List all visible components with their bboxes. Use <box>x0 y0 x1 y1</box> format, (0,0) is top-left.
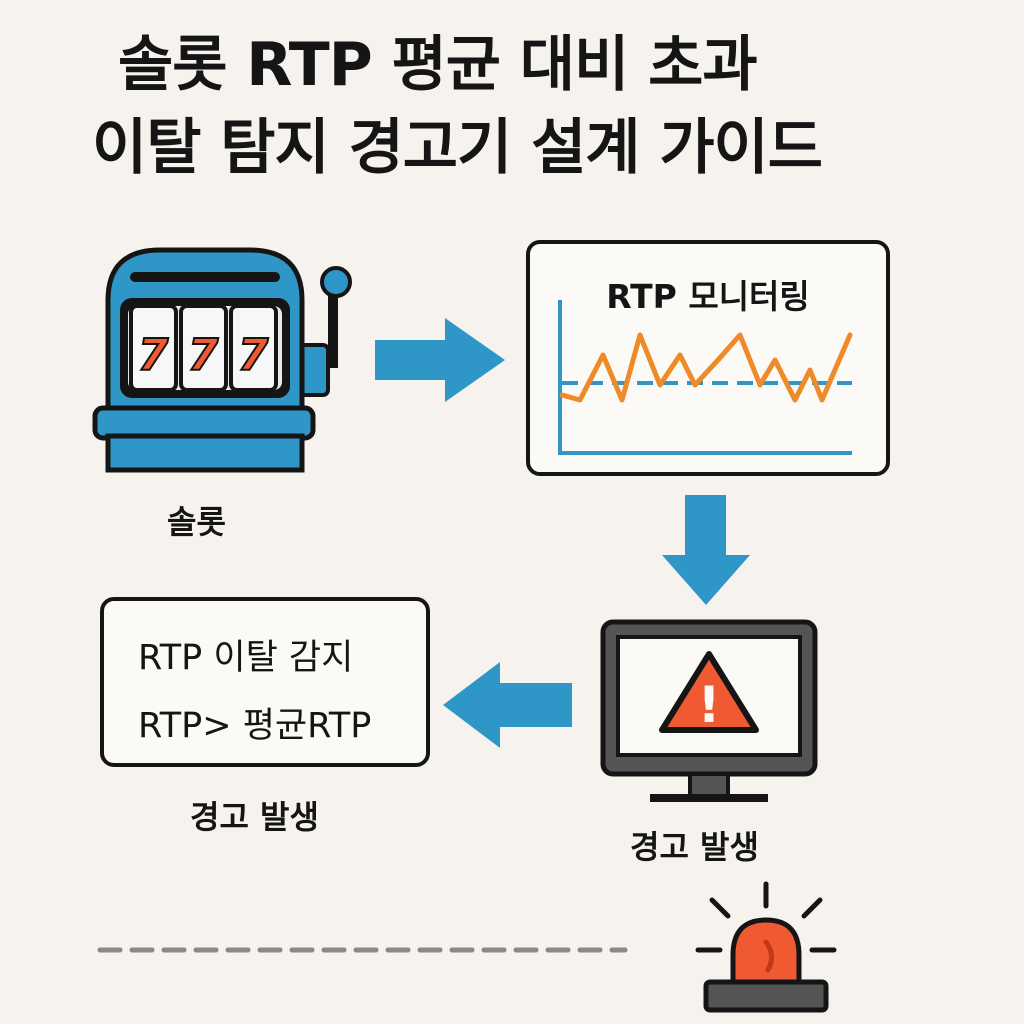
arrow-right-icon <box>375 318 505 402</box>
warning-symbol: ! <box>698 676 721 734</box>
alert-caption-left: 경고 발생 <box>190 798 319 836</box>
slot-machine-icon: 7 7 7 <box>92 247 352 473</box>
arrow-left-icon <box>443 662 572 748</box>
alert-caption-right: 경고 발생 <box>630 828 759 866</box>
rtp-detection-panel: RTP 이탈 감지 RTP> 평균RTP <box>100 597 430 767</box>
reel-1: 7 <box>138 330 169 381</box>
reel-2: 7 <box>188 330 219 381</box>
slot-caption: 솔롯 <box>167 503 226 541</box>
line-chart-icon <box>558 300 853 455</box>
siren-icon <box>695 881 837 1013</box>
detection-title: RTP 이탈 감지 <box>138 638 354 678</box>
arrow-down-icon <box>662 495 750 605</box>
warning-monitor-icon: ! <box>600 619 818 802</box>
reel-3: 7 <box>238 330 269 381</box>
rtp-monitoring-panel: RTP 모니터링 <box>526 240 890 476</box>
detection-formula: RTP> 평균RTP <box>138 706 372 746</box>
rtp-trend-line <box>559 332 853 403</box>
title-line-1: 솔롯 RTP 평균 대비 초과 <box>118 30 758 100</box>
title-line-2: 이탈 탐지 경고기 설계 가이드 <box>92 113 823 183</box>
dashed-divider <box>97 947 628 953</box>
monitoring-title: RTP 모니터링 <box>606 277 810 316</box>
